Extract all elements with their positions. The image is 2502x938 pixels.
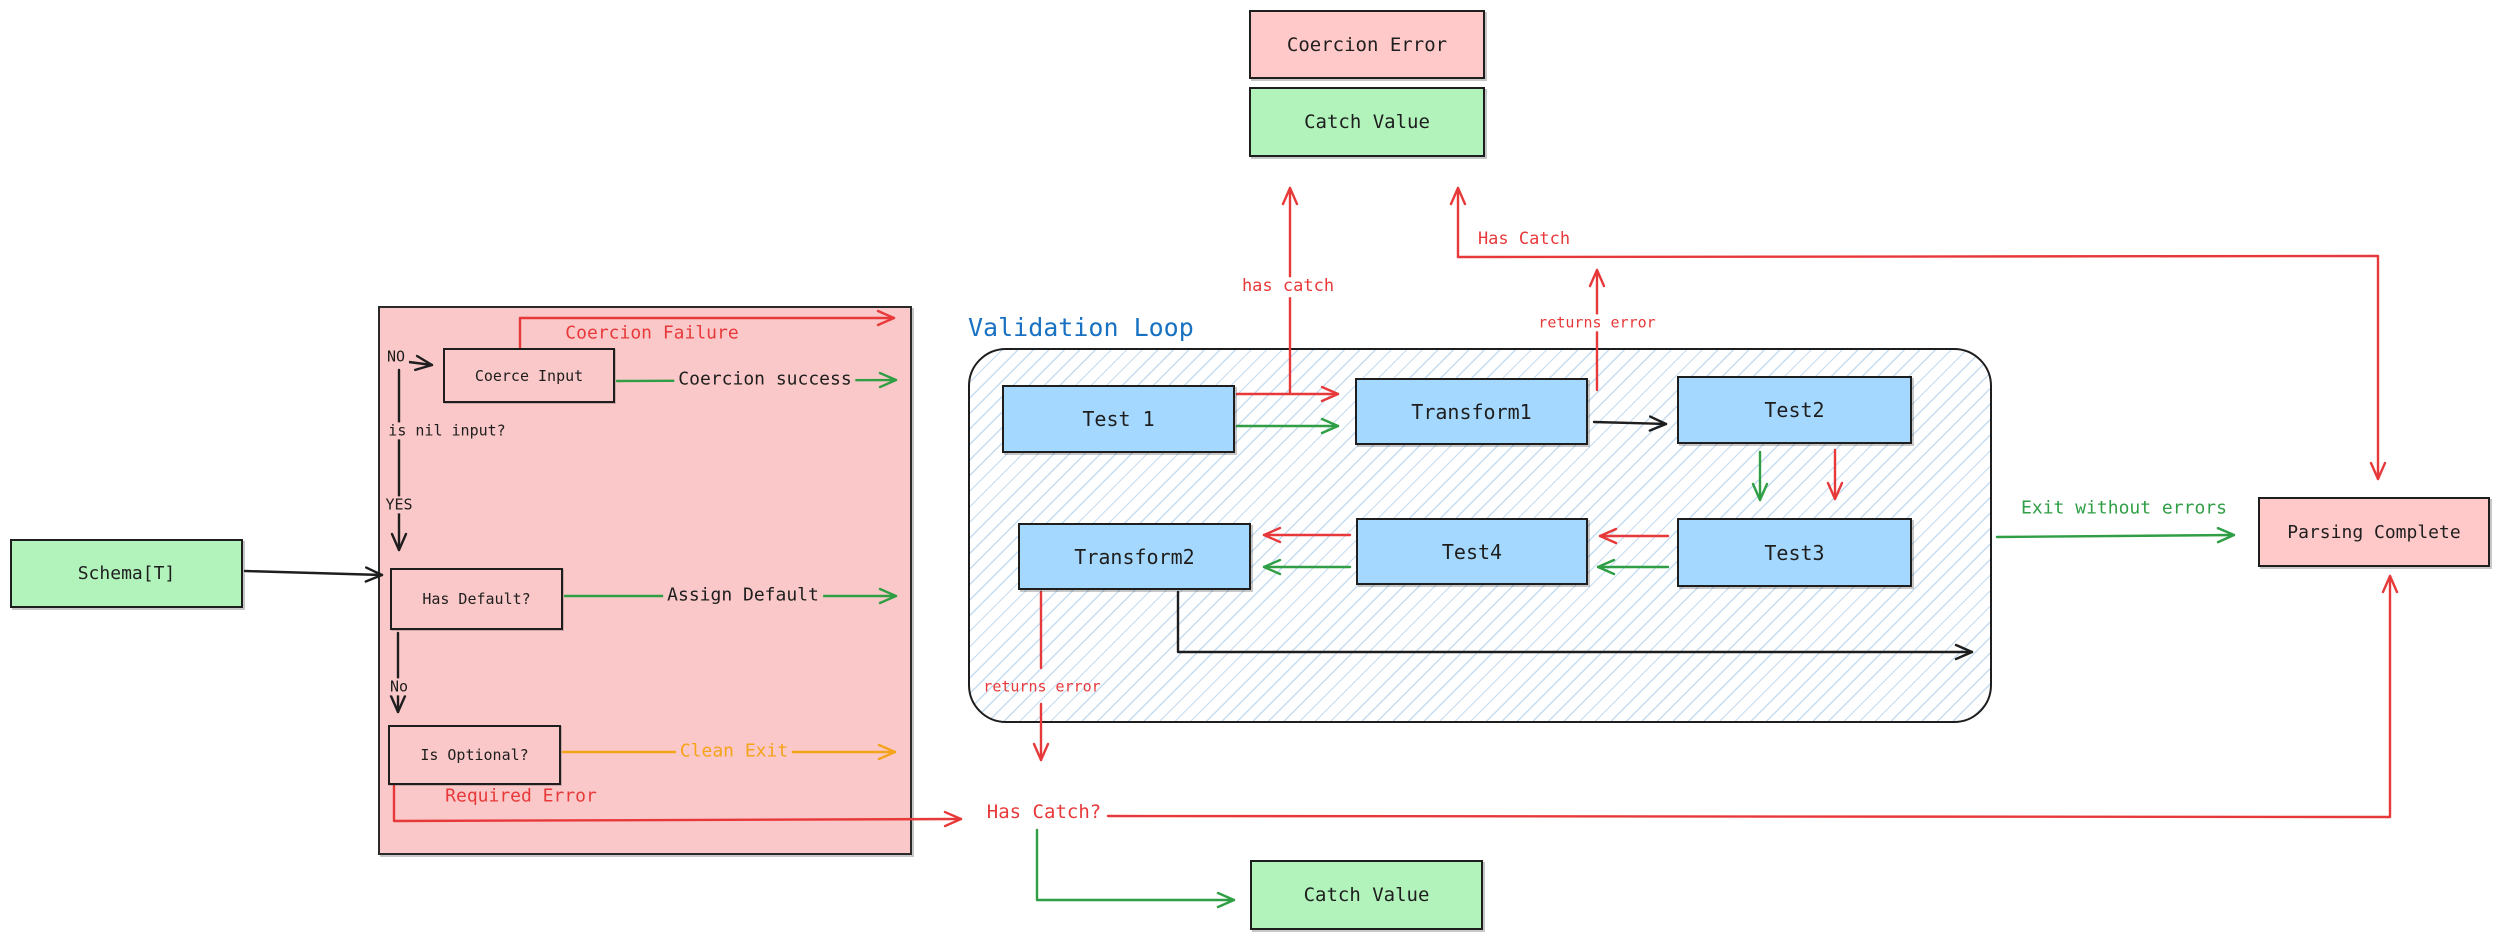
label-yes: YES	[381, 496, 417, 514]
node-coerce-input-label: Coerce Input	[474, 366, 584, 385]
label-coercion-failure: Coercion Failure	[565, 322, 739, 344]
node-catch-value-top: Catch Value	[1249, 87, 1485, 157]
node-test2-label: Test2	[1764, 398, 1825, 422]
node-transform1-label: Transform1	[1411, 399, 1532, 424]
validation-loop-title: Validation Loop	[968, 313, 1194, 342]
node-coerce-input: Coerce Input	[443, 348, 615, 403]
node-test1-label: Test 1	[1082, 407, 1155, 431]
label-clean-exit: Clean Exit	[675, 741, 793, 763]
arrow-has-catch-to-catch-value-bottom	[1035, 828, 1236, 909]
node-transform2: Transform2	[1018, 523, 1251, 590]
arrow-exit-without-errors	[1995, 526, 2236, 544]
label-has-catch-upper: Has Catch	[1477, 229, 1571, 250]
node-is-optional-label: Is Optional?	[420, 746, 529, 764]
node-catch-value-bottom: Catch Value	[1250, 860, 1483, 930]
node-schema: Schema[T]	[10, 539, 243, 608]
label-exit-without-errors: Exit without errors	[2021, 497, 2227, 519]
label-no-top: NO	[382, 348, 410, 366]
node-test4: Test4	[1356, 518, 1588, 585]
label-required-error: Required Error	[441, 786, 601, 808]
node-has-default-label: Has Default?	[422, 590, 531, 608]
node-has-default: Has Default?	[390, 568, 563, 630]
node-test2: Test2	[1677, 376, 1912, 444]
label-coercion-success: Coercion success	[674, 369, 856, 391]
arrow-schema-to-has-default	[243, 566, 384, 583]
node-schema-label: Schema[T]	[77, 563, 176, 584]
label-is-nil-input: is nil input?	[384, 422, 510, 440]
node-parsing-complete-label: Parsing Complete	[2287, 521, 2461, 543]
label-assign-default: Assign Default	[663, 585, 823, 607]
node-transform2-label: Transform2	[1074, 544, 1195, 569]
label-has-catch-question: Has Catch?	[982, 801, 1106, 824]
label-has-catch-lower: has catch	[1237, 277, 1339, 297]
node-catch-value-top-label: Catch Value	[1304, 111, 1430, 133]
node-parsing-complete: Parsing Complete	[2258, 497, 2490, 567]
node-test3: Test3	[1677, 518, 1912, 587]
node-is-optional: Is Optional?	[388, 725, 561, 785]
node-test4-label: Test4	[1441, 539, 1503, 564]
node-coercion-error-label: Coercion Error	[1286, 33, 1448, 56]
node-catch-value-bottom-label: Catch Value	[1303, 884, 1430, 906]
label-no-mid: No	[385, 678, 413, 696]
node-test3-label: Test3	[1764, 540, 1825, 565]
node-coercion-error: Coercion Error	[1249, 10, 1485, 79]
node-transform1: Transform1	[1355, 378, 1588, 445]
label-returns-error-top: returns error	[1534, 314, 1660, 332]
coercion-region	[378, 306, 912, 855]
label-returns-error-bottom: returns error	[983, 677, 1101, 696]
node-test1: Test 1	[1002, 385, 1235, 453]
